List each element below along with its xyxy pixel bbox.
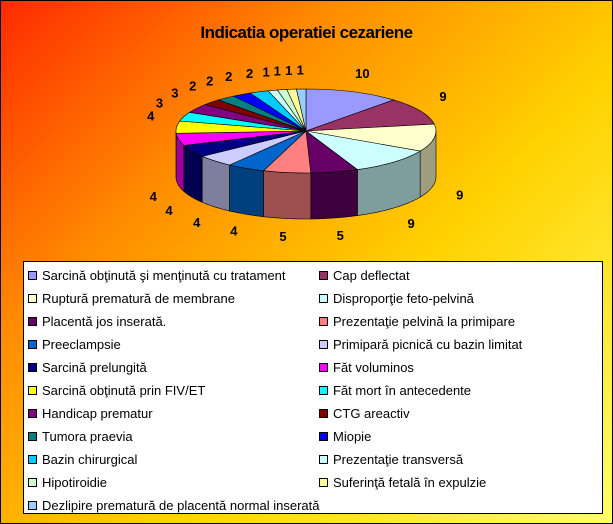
legend-swatch <box>28 454 37 464</box>
legend-label: Prezentaţie pelvină la primipare <box>333 313 516 329</box>
legend-label: Prezentaţie transversă <box>333 451 464 467</box>
legend-item: Handicap prematur <box>28 403 153 423</box>
legend-item: CTG areactiv <box>319 403 410 423</box>
legend-label: Suferinţă fetală în expulzie <box>333 474 487 490</box>
pie-data-label: 5 <box>279 229 286 244</box>
legend-swatch <box>319 362 328 372</box>
pie-data-label: 9 <box>407 216 414 231</box>
legend-swatch <box>319 339 328 349</box>
pie-data-label: 4 <box>150 189 158 204</box>
legend-swatch <box>28 293 37 303</box>
pie-data-label: 2 <box>189 78 196 93</box>
legend-swatch <box>319 431 328 441</box>
pie-data-label: 1 <box>274 64 281 79</box>
legend-item: Sarcină obţinută şi menţinută cu tratame… <box>28 265 286 285</box>
legend: Sarcină obţinută şi menţinută cu tratame… <box>23 261 603 514</box>
legend-label: Făt voluminos <box>333 359 414 375</box>
pie-data-label: 1 <box>297 63 304 78</box>
legend-label: Preeclampsie <box>42 336 121 352</box>
legend-item: Sarcină obţinută prin FIV/ET <box>28 380 205 400</box>
legend-item: Făt voluminos <box>319 357 414 377</box>
legend-item: Făt mort în antecedente <box>319 380 471 400</box>
legend-swatch <box>28 316 37 326</box>
legend-label: Bazin chirurgical <box>42 451 138 467</box>
pie-slice-side <box>263 170 312 220</box>
pie-data-label: 4 <box>147 108 155 123</box>
legend-item: Dezlipire prematură de placentă normal i… <box>28 495 319 515</box>
legend-label: Disproporţie feto-pelvină <box>333 290 474 306</box>
legend-swatch <box>28 385 37 395</box>
pie-data-label: 4 <box>230 224 238 239</box>
pie-data-label: 1 <box>285 63 292 78</box>
legend-swatch <box>28 362 37 372</box>
legend-label: Ruptură prematură de membrane <box>42 290 235 306</box>
pie-slice <box>305 130 422 170</box>
legend-label: CTG areactiv <box>333 405 410 421</box>
pie-data-label: 9 <box>439 89 446 104</box>
legend-swatch <box>319 316 328 326</box>
pie-data-label: 5 <box>337 228 344 243</box>
legend-swatch <box>28 339 37 349</box>
legend-swatch <box>28 500 37 510</box>
legend-item: Suferinţă fetală în expulzie <box>319 472 486 492</box>
legend-item: Cap deflectat <box>319 265 410 285</box>
legend-swatch <box>319 270 328 280</box>
pie-slice-side <box>310 169 358 220</box>
chart-title: Indicatia operatiei cezariene <box>200 23 413 42</box>
legend-item: Disproporţie feto-pelvină <box>319 288 474 308</box>
legend-label: Cap deflectat <box>333 267 410 283</box>
legend-swatch <box>28 477 37 487</box>
legend-item: Bazin chirurgical <box>28 449 137 469</box>
pie-data-label: 3 <box>156 96 163 111</box>
legend-label: Miopie <box>333 428 372 444</box>
pie-data-label: 10 <box>355 66 369 81</box>
legend-label: Primipară picnică cu bazin limitat <box>333 336 523 352</box>
legend-swatch <box>28 270 37 280</box>
pie-slice-side <box>229 164 264 218</box>
legend-label: Sarcină obţinută şi menţinută cu tratame… <box>42 267 286 283</box>
pie-data-label: 2 <box>225 69 232 84</box>
legend-item: Placentă jos inserată. <box>28 311 166 331</box>
legend-swatch <box>319 408 328 418</box>
pie-slice <box>305 99 435 132</box>
legend-item: Prezentaţie pelvină la primipare <box>319 311 515 331</box>
legend-swatch <box>319 385 328 395</box>
pie-data-label: 1 <box>262 64 269 79</box>
legend-item: Tumora praevia <box>28 426 133 446</box>
legend-label: Hipotiroidie <box>42 474 108 490</box>
pie-data-label: 2 <box>206 73 213 88</box>
legend-label: Placentă jos inserată. <box>42 313 167 329</box>
legend-label: Handicap prematur <box>42 405 153 421</box>
pie-data-label: 4 <box>165 203 173 218</box>
pie-slice <box>305 88 395 132</box>
pie-slice <box>305 123 437 152</box>
pie-data-label: 3 <box>171 86 178 101</box>
legend-item: Primipară picnică cu bazin limitat <box>319 334 522 354</box>
pie-data-label: 9 <box>456 187 463 202</box>
legend-label: Tumora praevia <box>42 428 133 444</box>
pie-slice-side <box>201 155 230 212</box>
legend-label: Sarcină obţinută prin FIV/ET <box>42 382 206 398</box>
legend-label: Dezlipire prematură de placentă normal i… <box>42 497 320 513</box>
legend-item: Hipotiroidie <box>28 472 107 492</box>
legend-swatch <box>28 408 37 418</box>
legend-item: Preeclampsie <box>28 334 121 354</box>
legend-item: Ruptură prematură de membrane <box>28 288 235 308</box>
pie-slice <box>296 88 307 132</box>
legend-label: Sarcină prelungită <box>42 359 147 375</box>
legend-swatch <box>28 431 37 441</box>
pie-data-label: 2 <box>246 66 253 81</box>
legend-swatch <box>319 477 328 487</box>
legend-swatch <box>319 293 328 303</box>
legend-item: Miopie <box>319 426 371 446</box>
legend-swatch <box>319 454 328 464</box>
legend-label: Făt mort în antecedente <box>333 382 472 398</box>
pie-data-label: 4 <box>193 215 201 230</box>
legend-item: Prezentaţie transversă <box>319 449 463 469</box>
legend-item: Sarcină prelungită <box>28 357 147 377</box>
